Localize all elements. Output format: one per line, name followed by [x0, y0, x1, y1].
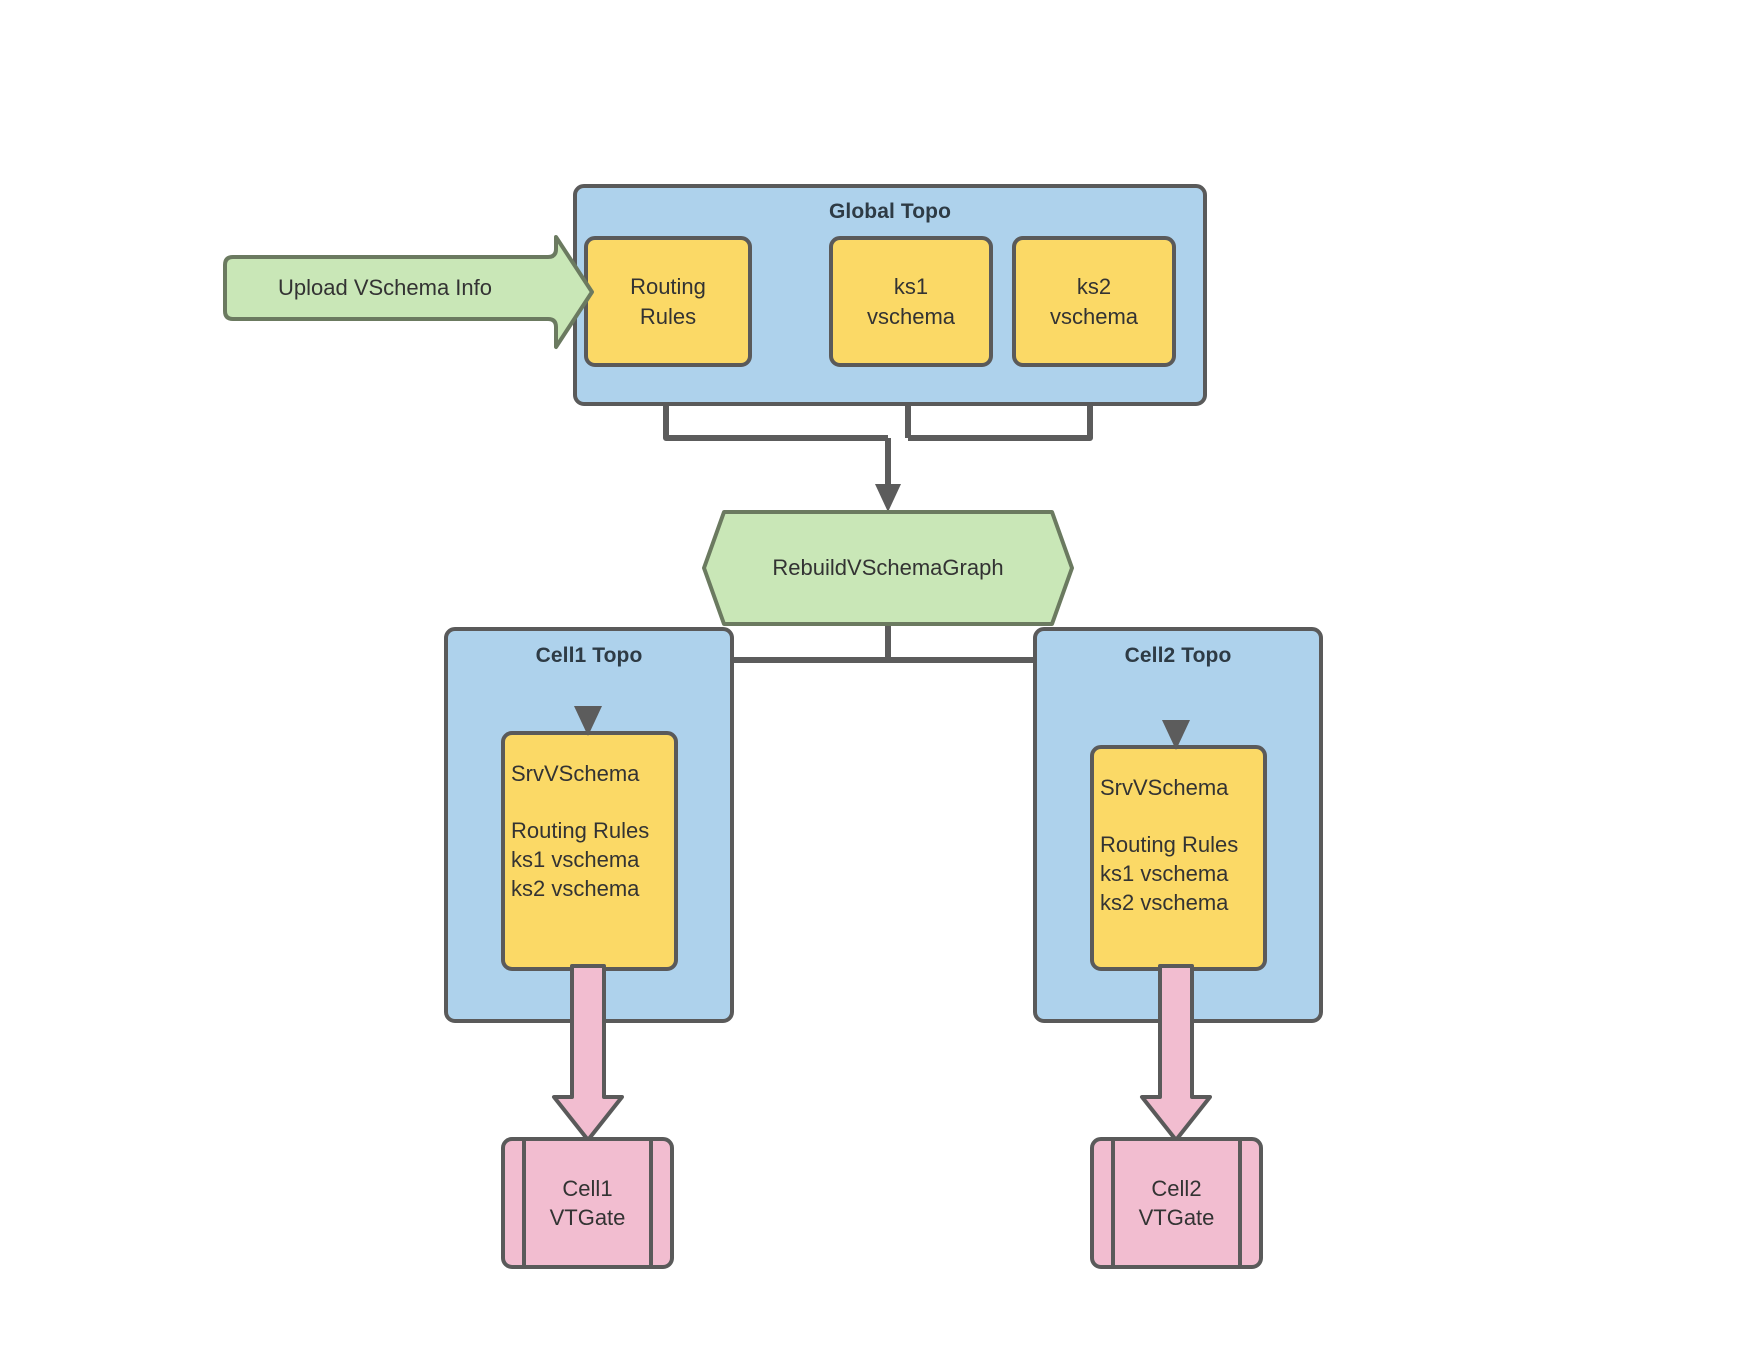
cell1-srvvschema-box[interactable] — [501, 731, 678, 971]
arrowhead-into-cell1 — [574, 706, 602, 736]
cell2-srvvschema-to-vtgate-arrow[interactable] — [1140, 964, 1212, 1142]
routing-rules-box[interactable] — [584, 236, 752, 367]
cell1-vtgate-box[interactable] — [501, 1137, 674, 1269]
cell2-vtgate-box[interactable] — [1090, 1137, 1263, 1269]
rebuild-vschema-graph-hexagon[interactable] — [702, 510, 1074, 626]
arrowhead-into-cell2 — [1162, 720, 1190, 750]
ks2-vschema-box[interactable] — [1012, 236, 1176, 367]
ks1-vschema-box[interactable] — [829, 236, 993, 367]
cell1-srvvschema-to-vtgate-arrow[interactable] — [552, 964, 624, 1142]
upload-vschema-arrow[interactable] — [223, 235, 594, 349]
arrowhead-to-rebuild — [875, 484, 901, 512]
cell2-srvvschema-box[interactable] — [1090, 745, 1267, 971]
